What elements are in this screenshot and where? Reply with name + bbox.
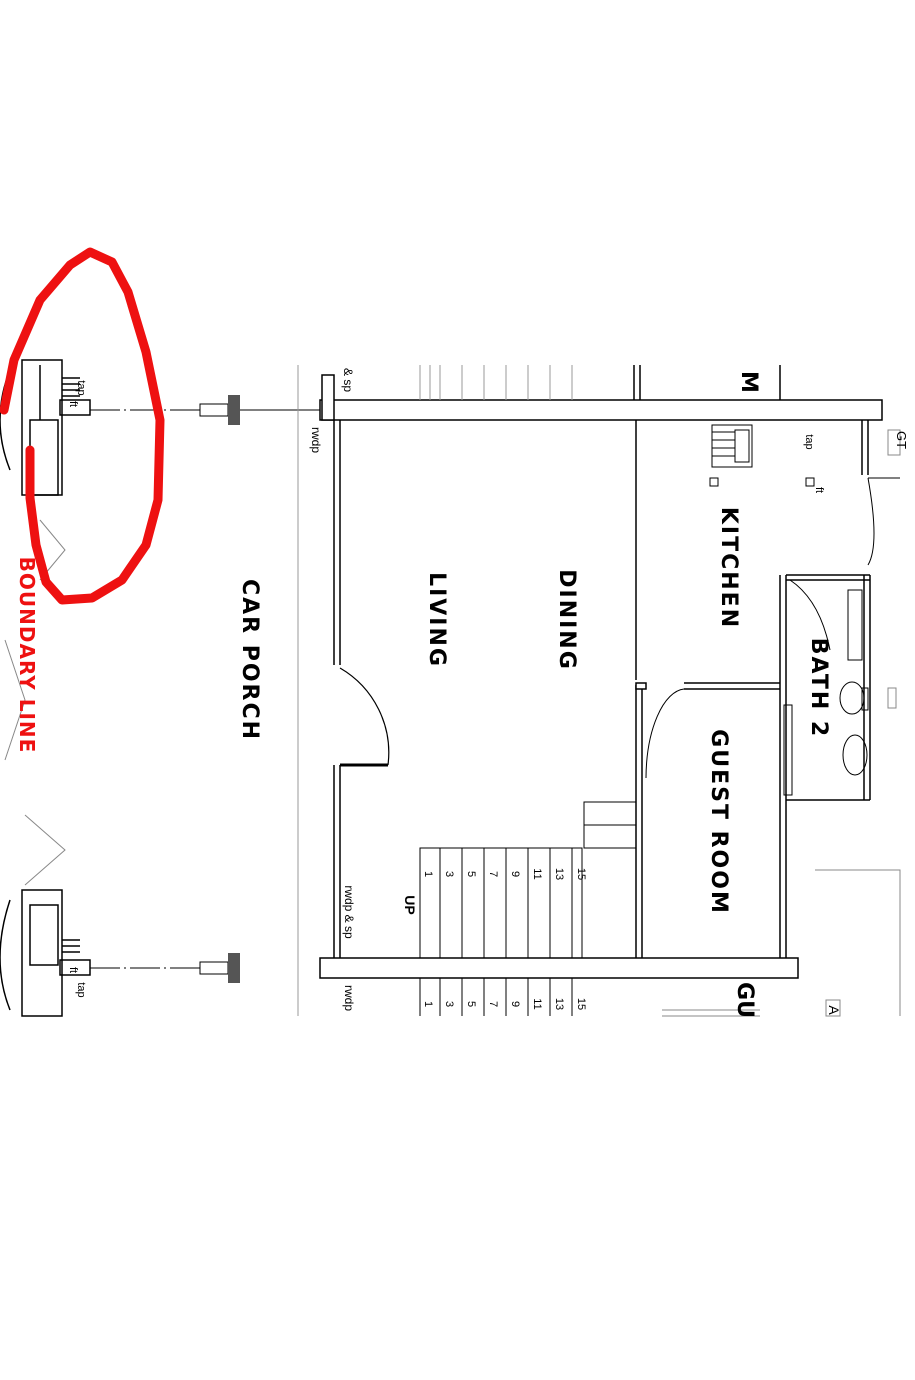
stair-number: 11 [531, 868, 543, 879]
gate-line-top [90, 395, 320, 425]
kitchen-door [867, 477, 900, 566]
boundary-fence-marks [4, 519, 66, 886]
car-porch-label: CAR PORCH [237, 579, 262, 741]
stair-number: 15 [575, 868, 587, 880]
kitchen-sink [711, 424, 753, 468]
stair-number: 5 [465, 1001, 477, 1007]
boundary-pillar-top [0, 359, 91, 496]
guest-room-door [645, 688, 685, 779]
tap-kitchen-label: tap [803, 434, 815, 449]
stair-number: 13 [553, 998, 565, 1010]
staircase [419, 801, 637, 959]
party-wall-bottom [319, 957, 799, 979]
kitchen-label: KITCHEN [716, 507, 741, 629]
tap-top-label: tap [75, 380, 87, 395]
stair-number: 9 [509, 1001, 521, 1007]
stair-number: 7 [487, 871, 499, 877]
rwdp-top-label: rwdp [309, 427, 323, 453]
ft-kitchen-label: ft [813, 487, 825, 493]
stair-numbers-upper: 1 3 5 7 9 11 13 15 [422, 868, 587, 880]
tap-bottom-label: tap [75, 982, 87, 997]
red-circle-annotation [0, 247, 165, 605]
stair-number: 5 [465, 871, 477, 877]
staircase-lower [419, 978, 573, 1016]
bath-fixtures [783, 589, 869, 796]
ft-bottom-label: ft [67, 967, 79, 973]
right-edge-details [662, 429, 901, 1017]
stair-number: 3 [443, 871, 455, 877]
partial-room-top-label: M [736, 371, 761, 393]
boundary-pillar-bottom [0, 889, 91, 1017]
plan-sheet [0, 360, 915, 1016]
rwdp-bottom-label: rwdp [342, 985, 356, 1011]
living-label: LIVING [424, 572, 449, 668]
ft-top-label: ft [67, 401, 79, 407]
stair-number: 7 [487, 1001, 499, 1007]
stair-number: 13 [553, 868, 565, 880]
stair-up-label: UP [402, 895, 418, 914]
gate-line-bottom [90, 953, 240, 983]
stair-number: 9 [509, 871, 521, 877]
front-wall [333, 420, 341, 958]
gt-label: GT [894, 431, 909, 449]
bath-door [789, 579, 831, 651]
dining-label: DINING [554, 569, 579, 671]
bath2-label: BATH 2 [806, 638, 831, 738]
party-wall-top [319, 374, 883, 421]
sp-fragment-label: & sp [341, 368, 355, 392]
guest-room-label: GUEST ROOM [706, 729, 731, 915]
stair-number: 1 [422, 871, 434, 877]
stair-number: 1 [422, 1001, 434, 1007]
main-door [339, 667, 390, 767]
stair-number: 11 [531, 998, 543, 1009]
tap-box-1 [709, 477, 719, 487]
boundary-line-label: BOUNDARY LINE [15, 557, 39, 754]
stair-hatch-top [419, 365, 573, 400]
partial-room-bottom-label: GU [732, 982, 757, 1018]
stair-numbers-lower: 1 3 5 7 9 11 13 15 [422, 998, 587, 1010]
a-marker-label: A [826, 1005, 842, 1015]
stair-number: 15 [575, 998, 587, 1010]
interior-walls [633, 365, 871, 958]
rwdp-sp-label: rwdp & sp [342, 885, 356, 939]
tap-box-2 [805, 477, 815, 487]
stair-number: 3 [443, 1001, 455, 1007]
